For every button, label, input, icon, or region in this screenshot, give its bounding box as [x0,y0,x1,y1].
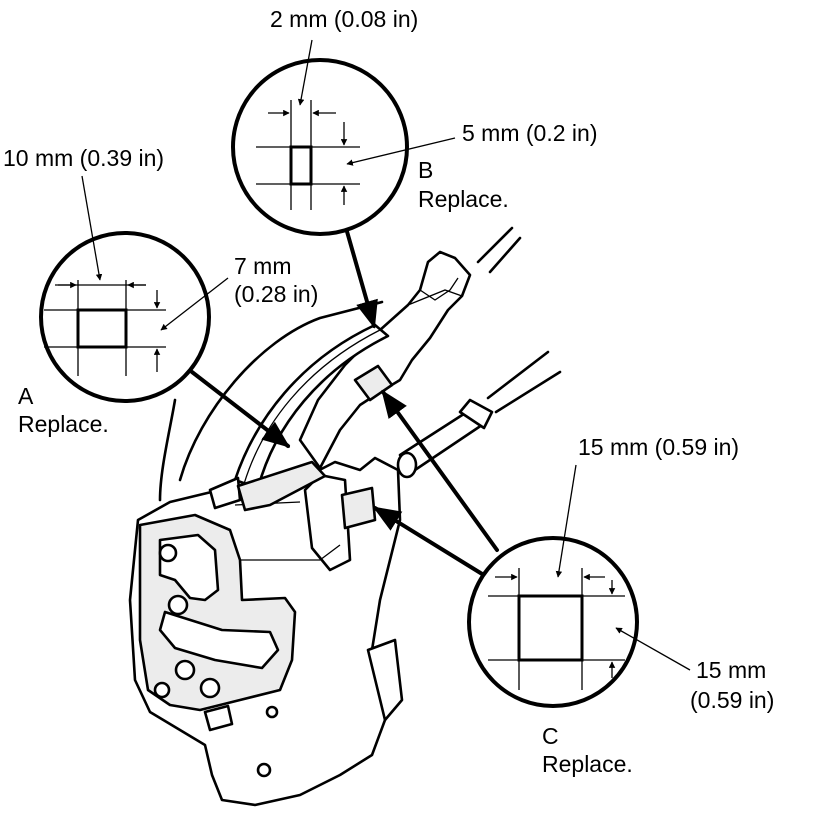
cable-lower [486,350,562,414]
cable-upper [476,226,522,274]
lever-arm [298,250,472,470]
pad-a [236,460,327,512]
leader-c1 [381,389,499,552]
label-b-instruction: Replace. [418,186,509,212]
label-c-height-inch: (0.59 in) [690,687,774,713]
leader-c2 [372,506,489,579]
dim-leader-b-width [297,39,313,106]
pad-c [340,486,377,530]
label-c-width: 15 mm (0.59 in) [578,434,739,460]
rod-outer [178,300,384,482]
dim-leader-a-width [81,175,103,281]
label-a-height-value: 7 mm [234,253,292,279]
label-b-letter: B [418,157,433,183]
label-b-height: 5 mm (0.2 in) [462,120,597,146]
door-lock-assembly [128,226,562,807]
dim-leader-c-height [615,627,691,671]
label-a-width: 10 mm (0.39 in) [3,145,164,171]
label-c-letter: C [542,723,559,749]
label-b-width: 2 mm (0.08 in) [270,6,418,32]
callout-b-magnifier [231,58,409,236]
callout-a-magnifier [39,231,211,403]
dim-leader-a-height [160,277,229,331]
label-a-height-inch: (0.28 in) [234,281,318,307]
leader-a [190,370,291,448]
leader-b [344,226,378,329]
label-a-instruction: Replace. [18,411,109,437]
label-c-instruction: Replace. [542,751,633,777]
dim-leader-b-height [346,137,456,166]
dim-leader-c-width [555,464,577,578]
callout-c-magnifier [467,536,639,708]
label-c-height-value: 15 mm [696,657,766,683]
pad-b [353,364,394,402]
label-a-letter: A [18,383,34,409]
